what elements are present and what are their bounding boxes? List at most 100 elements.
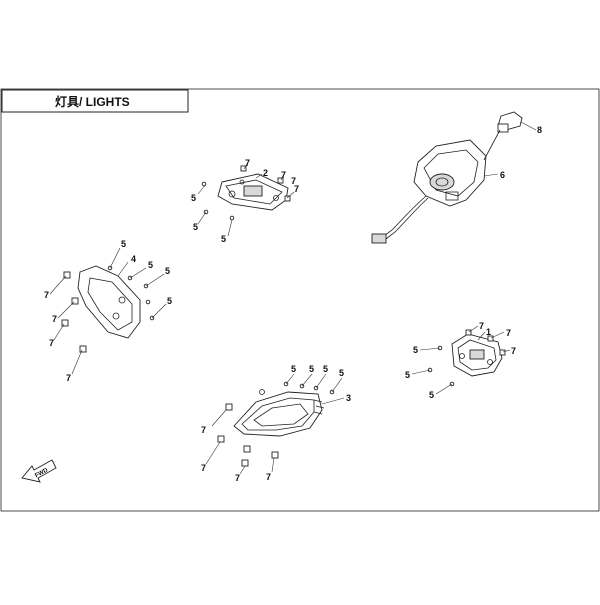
callout-label: 5 [429,390,434,400]
callout-label: 3 [346,393,351,403]
callout-label: 2 [263,168,268,178]
callout-label: 7 [52,314,57,324]
callout-label: 5 [309,364,314,374]
lens-cell [243,185,263,197]
leader-line [271,457,275,473]
callout-label: 5 [121,239,126,249]
leader-line [321,397,345,405]
callout-label: 5 [167,296,172,306]
clip-nut [71,297,79,305]
boss [112,312,120,320]
clip-nut [241,459,249,467]
leader-line [419,347,441,351]
leader-line [315,373,327,389]
boss [273,195,279,201]
callout-label: 4 [131,254,136,264]
clip-nut [499,349,506,356]
callout-label: 7 [235,473,240,483]
leader-line [109,247,121,269]
leader-line [255,173,263,179]
lens-cell [469,349,485,360]
leader-line [301,373,313,387]
boss [487,359,493,365]
headlight-housing [77,265,141,339]
callout-label: 5 [405,370,410,380]
callout-label: 7 [44,290,49,300]
leader-line [490,331,505,339]
clip-nut [63,271,71,279]
lamp-rim [423,149,479,197]
fin-lines [313,399,325,415]
lens-rect [445,191,459,201]
page-title: 灯具/ LIGHTS [55,94,130,109]
leader-line [468,325,479,333]
headlight-housing [233,391,323,437]
leader-line [57,301,75,319]
callout-label: 7 [281,170,286,180]
assembly-line [483,129,501,161]
callout-label: 7 [506,328,511,338]
headlight-center-assembly: 5 5 5 5 3 7 7 7 7 [201,364,351,483]
leader-line [211,409,227,427]
small-lamp-assembly-right: 7 1 7 5 7 5 5 [405,321,516,400]
screw-head [229,215,235,221]
clip-nut [240,165,247,172]
callout-label: 1 [486,327,491,337]
boss [259,389,265,395]
leader-line [280,175,284,181]
headlight-left-assembly: 5 4 5 5 7 7 5 7 7 [44,239,172,383]
leader-line [49,275,67,295]
callout-label: 5 [148,260,153,270]
fwd-arrow-icon [21,459,57,483]
headlight-reflector [253,403,309,427]
clip-nut [277,177,284,184]
clip-nut [284,195,291,202]
callout-label: 7 [66,373,71,383]
leader-line [331,377,343,393]
lens-inner [435,177,449,187]
boss [118,296,126,304]
leader-line [435,383,453,395]
title-box [1,89,189,113]
callout-label: 7 [201,425,206,435]
lens-oval [429,173,455,191]
callout-label: 5 [191,193,196,203]
leader-line [205,441,221,465]
leader-line [285,373,295,385]
clip-nut [487,335,494,342]
callout-label: 7 [479,321,484,331]
rear-lamp-assembly: 8 6 [371,111,542,244]
callout-label: 5 [323,364,328,374]
clip-nut [61,319,69,327]
callout-label: 5 [291,364,296,374]
leader-line [145,273,165,287]
leader-line [239,465,246,475]
callout-label: 5 [193,222,198,232]
leader-line [197,211,207,225]
leader-line [483,173,499,177]
callout-label: 5 [413,345,418,355]
callout-label: 5 [221,234,226,244]
callout-label: 5 [339,368,344,378]
callout-label: 7 [511,346,516,356]
callout-label: 7 [291,176,296,186]
leader-line [243,163,248,170]
leader-line [477,331,486,341]
fwd-orientation-marker: FWD [21,459,57,483]
callout-label: 7 [201,463,206,473]
leader-line [197,183,207,195]
leader-line [71,349,83,375]
boss [228,190,236,198]
lamp-housing [413,139,487,207]
clip-nut [79,345,87,353]
wire-harness [383,195,427,237]
boss [239,179,245,185]
leader-line [286,191,295,199]
clip-nut [217,435,225,443]
connector-plug [371,233,387,244]
screw-head [145,299,151,305]
callout-label: 5 [165,266,170,276]
sheet-border [0,88,600,512]
